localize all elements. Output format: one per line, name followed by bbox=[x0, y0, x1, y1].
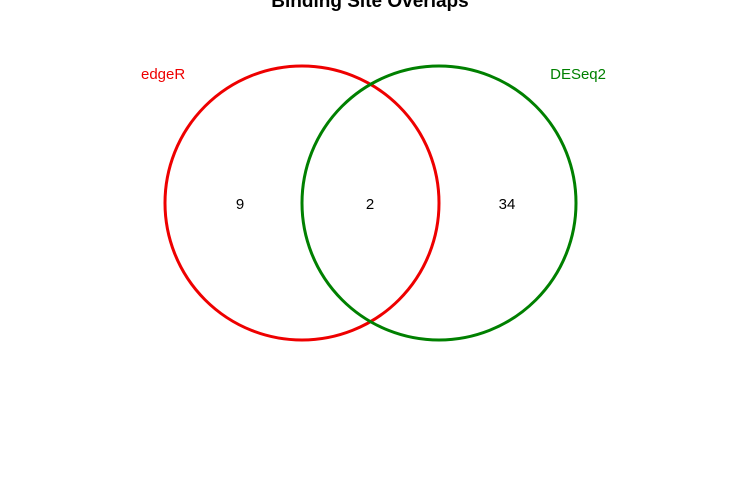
count-edger-only: 9 bbox=[236, 196, 244, 213]
count-deseq2-only: 34 bbox=[499, 196, 516, 213]
set-label-deseq2: DESeq2 bbox=[550, 66, 606, 83]
chart-title: Binding Site Overlaps bbox=[271, 0, 468, 12]
set-label-edger: edgeR bbox=[141, 66, 185, 83]
set-circle-deseq2 bbox=[300, 64, 578, 342]
count-intersection: 2 bbox=[366, 196, 374, 213]
set-circle-edger bbox=[163, 64, 441, 342]
